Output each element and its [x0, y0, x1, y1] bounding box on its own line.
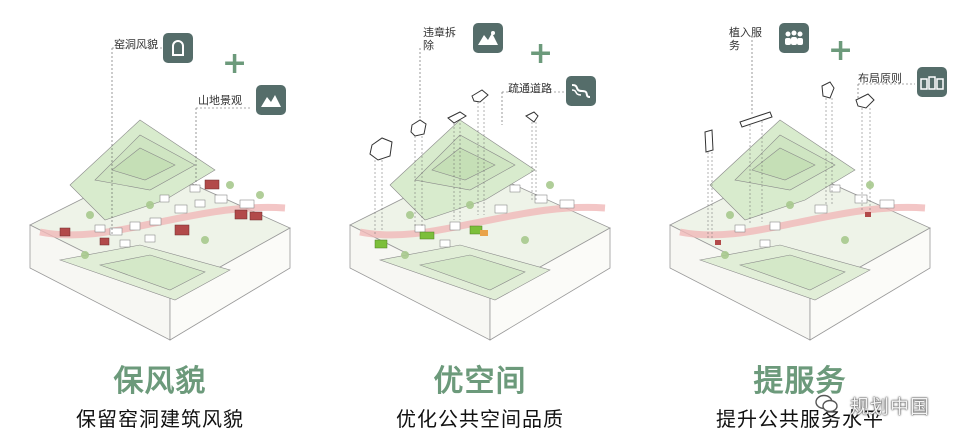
heading-optimize: 优空间 — [433, 364, 527, 399]
tag-cave-style: 窑洞风貌 — [114, 38, 158, 51]
wechat-logo — [815, 394, 838, 413]
buildings-icon — [917, 67, 947, 97]
tag-mountain-landscape: 山地景观 — [198, 94, 242, 107]
tag-layout-principle: 布局原则 — [858, 72, 902, 85]
tag-road-clearing: 疏通道路 — [508, 82, 552, 95]
tag-demolition: 违章拆除 — [423, 26, 456, 52]
tag-service-insertion: 植入服务 — [729, 26, 762, 52]
demolition-icon — [473, 23, 503, 53]
subheading-optimize: 优化公共空间品质 — [396, 407, 564, 431]
mountain-icon — [256, 85, 286, 115]
road-icon — [566, 76, 596, 106]
heading-service: 提服务 — [753, 364, 847, 399]
subheading-service: 提升公共服务水平 — [716, 407, 884, 431]
panel-preserve-style: 窑洞风貌 + 山地景观 保风貌 保留窑洞建筑风貌 — [0, 0, 320, 447]
plus-sign-2: + — [528, 36, 554, 71]
subheading-preserve: 保留窑洞建筑风貌 — [76, 407, 244, 431]
terrain-model-3 — [669, 36, 931, 341]
panel-improve-service: 植入服务 + 布局原则 提服务 提升公共服务水平 — [640, 0, 960, 447]
plus-sign-3: + — [828, 33, 854, 68]
terrain-model-2 — [349, 48, 611, 341]
terrain-model-1 — [29, 47, 291, 341]
heading-preserve: 保风貌 — [113, 364, 207, 399]
panel-optimize-space: 违章拆除 + 疏通道路 优空间 优化公共空间品质 — [320, 0, 640, 447]
cave-dwelling-icon — [163, 33, 193, 63]
community-icon — [779, 23, 809, 53]
plus-sign: + — [222, 46, 248, 81]
watermark: 规划中国 — [849, 396, 930, 418]
